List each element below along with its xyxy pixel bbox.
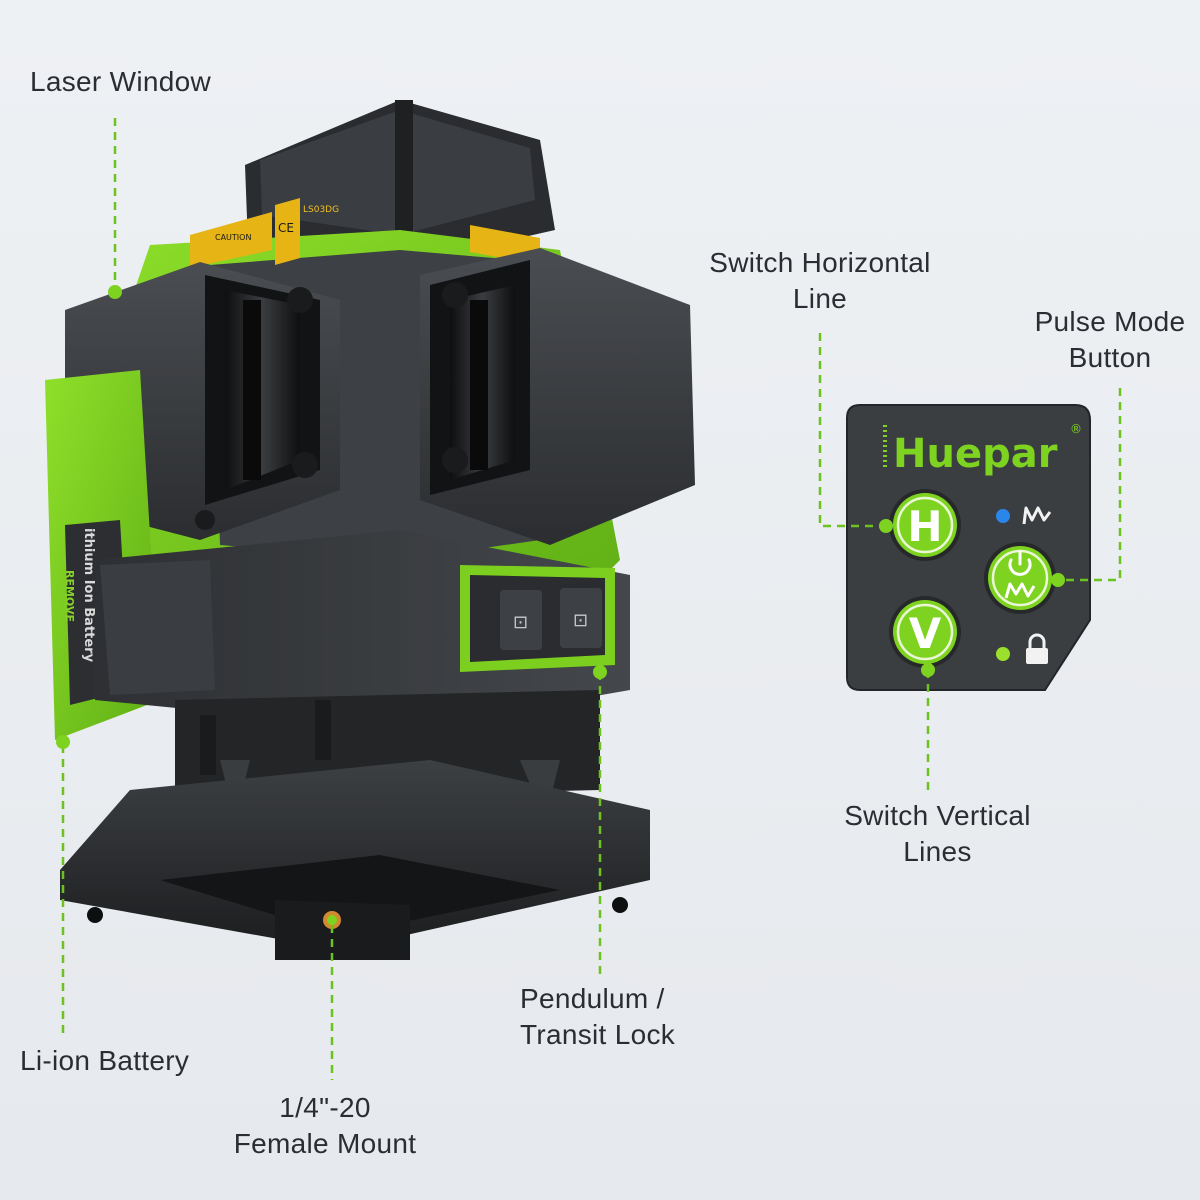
top-cap (245, 100, 555, 270)
switch-vertical-lines-label-line2: Lines (903, 836, 972, 867)
pulse-mode-indicator-icon (1022, 506, 1052, 525)
v-button-label: V (909, 609, 942, 658)
female-mount-label-line1: 1/4"-20 (279, 1092, 371, 1123)
power-icon (1008, 550, 1032, 576)
lock-led-icon (996, 647, 1010, 661)
h-button[interactable]: H (889, 489, 961, 561)
switch-vertical-lines-label-line1: Switch Vertical (844, 800, 1031, 831)
li-ion-battery-label: Li-ion Battery (20, 1045, 190, 1076)
switch-horizontal-line-label-line2: Line (792, 283, 848, 314)
switch-horizontal-line-label: Switch Horizontal Line (690, 245, 950, 317)
female-mount-label: 1/4"-20 Female Mount (215, 1090, 435, 1162)
caution-label: CAUTION CE LS03DG (190, 198, 540, 268)
svg-text:⊡: ⊡ (573, 610, 588, 631)
lower-housing: ⊡ ⊡ (95, 530, 630, 730)
caution-text: CAUTION (215, 233, 251, 242)
battery-remove-label: REMOVE (63, 570, 76, 622)
leader-dots-panel (879, 519, 1065, 677)
switch-horizontal-line-label-line1: Switch Horizontal (709, 247, 931, 278)
switch-vertical-lines-label: Switch Vertical Lines (815, 798, 1060, 870)
battery-label: ithium Ion Battery (81, 528, 96, 663)
pendulum-lock-label-line2: Transit Lock (520, 1019, 676, 1050)
lock-icon (1026, 633, 1048, 664)
ce-mark: CE (278, 221, 294, 235)
right-laser-module (420, 248, 695, 545)
pendulum-lock-label: Pendulum / Transit Lock (520, 981, 675, 1053)
power-pulse-button[interactable] (984, 542, 1056, 614)
model-label: LS03DG (303, 205, 339, 215)
v-button[interactable]: V (889, 596, 961, 668)
pulse-icon (1004, 582, 1036, 599)
leader-dots-device (56, 285, 607, 925)
pulse-led-icon (996, 509, 1010, 523)
registered-mark: ® (1070, 422, 1082, 436)
brand-logo: Huepar (893, 431, 1058, 477)
pulse-mode-button-label-line2: Button (1068, 342, 1152, 373)
base-plate (60, 760, 650, 960)
pulse-mode-button-label-line1: Pulse Mode (1034, 306, 1186, 337)
h-button-label: H (907, 502, 942, 551)
svg-text:⊡: ⊡ (513, 612, 528, 633)
laser-window-label: Laser Window (30, 66, 212, 97)
control-panel: Huepar ® H V (846, 404, 1091, 691)
pendulum-lock-label-line1: Pendulum / (520, 983, 665, 1014)
leader-lines-device (61, 118, 602, 1080)
female-mount-label-line2: Female Mount (233, 1128, 417, 1159)
pulse-mode-button-label: Pulse Mode Button (1020, 304, 1200, 376)
leader-lines-panel (818, 333, 1122, 790)
